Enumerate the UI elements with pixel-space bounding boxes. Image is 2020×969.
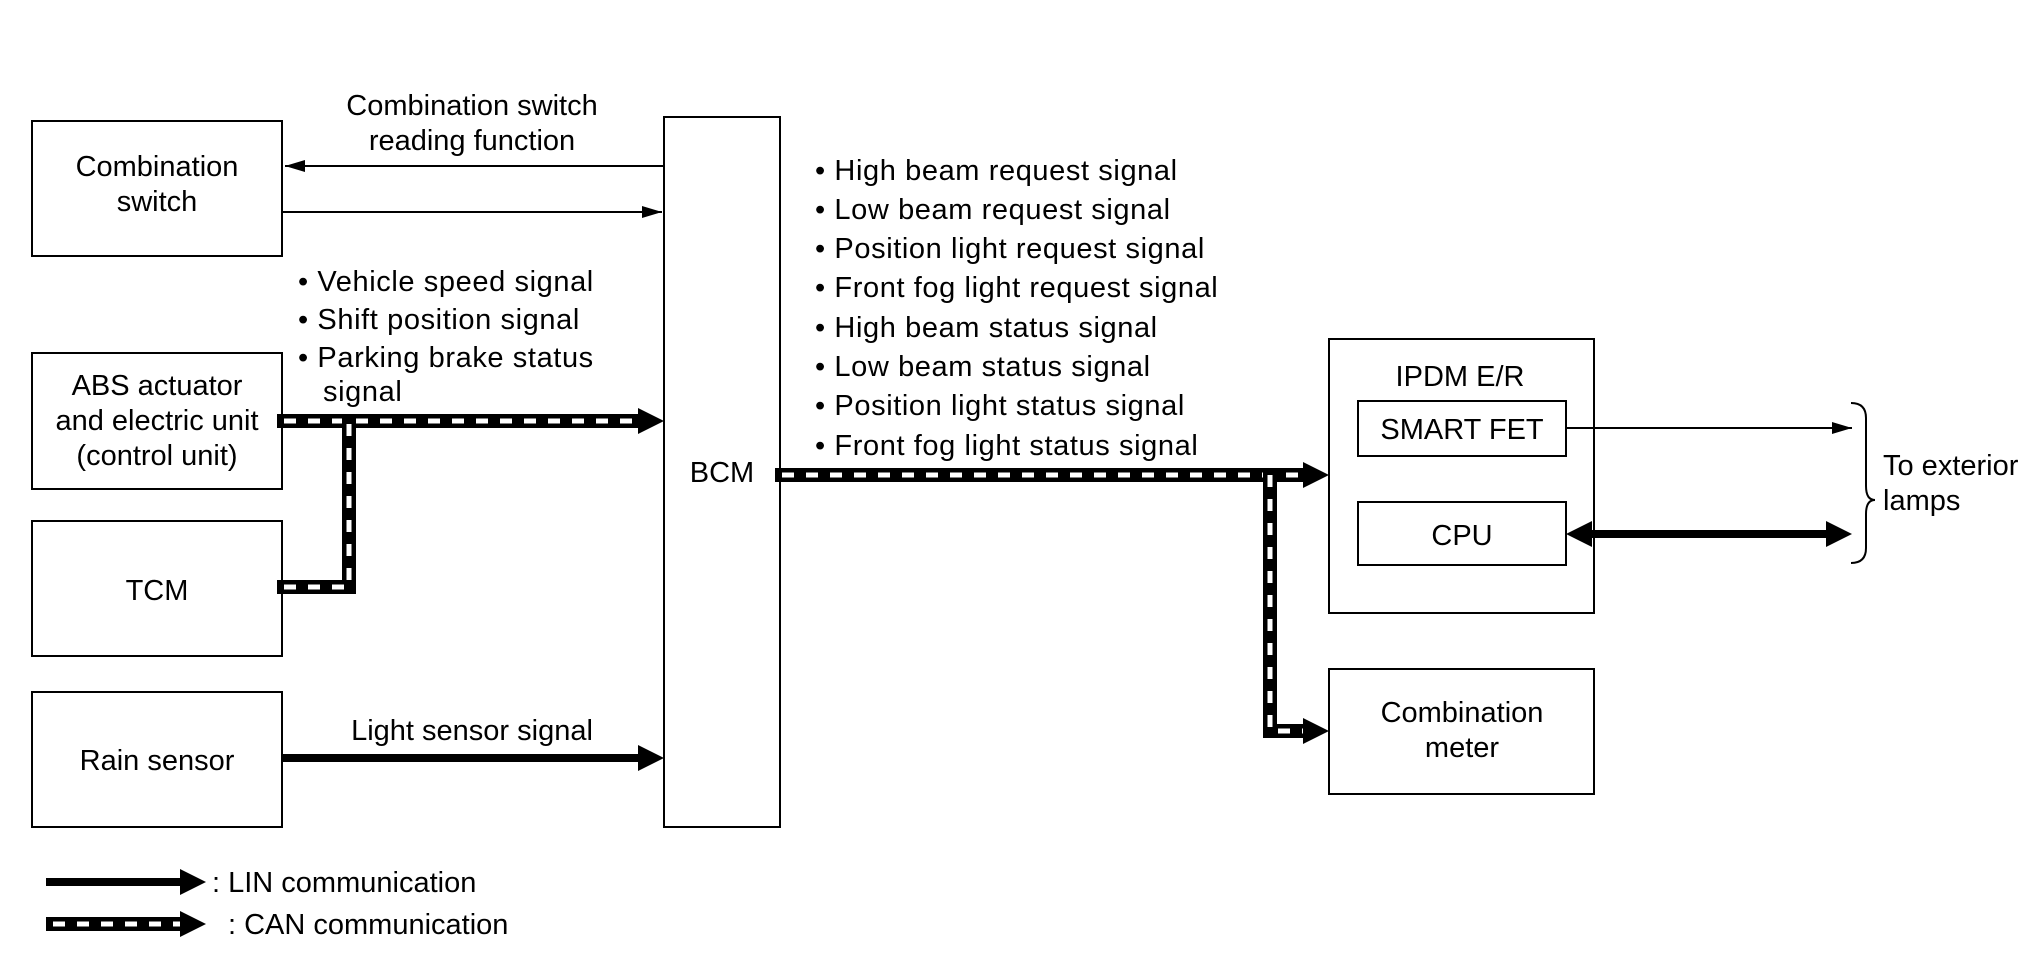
light-sensor-signal-label: Light sensor signal bbox=[351, 715, 593, 747]
combination-switch-block: Combination switch bbox=[31, 120, 283, 257]
ipdm-label: IPDM E/R bbox=[1396, 361, 1525, 393]
abs-signal-3-cont: signal bbox=[323, 376, 402, 408]
combination-meter-label-1: Combination bbox=[1381, 697, 1544, 729]
smart-fet-label: SMART FET bbox=[1380, 414, 1544, 446]
legend: : LIN communication : CAN communication bbox=[46, 867, 508, 941]
can-line-bcm-ipdm bbox=[775, 462, 1329, 488]
bcm-signal-5: • High beam status signal bbox=[815, 312, 1158, 344]
ipdm-block: IPDM E/R SMART FET CPU bbox=[1328, 338, 1595, 614]
can-line-bcm-meter bbox=[1263, 468, 1329, 744]
abs-actuator-block: ABS actuator and electric unit (control … bbox=[31, 352, 283, 490]
exterior-lamps-label-2: lamps bbox=[1883, 485, 1960, 517]
abs-signal-1: • Vehicle speed signal bbox=[298, 266, 594, 298]
abs-label-1: ABS actuator bbox=[72, 370, 243, 402]
exterior-lamps-label-1: To exterior bbox=[1883, 450, 2019, 482]
lin-line-rain-bcm bbox=[282, 745, 664, 771]
tcm-label: TCM bbox=[126, 575, 189, 607]
rain-sensor-label: Rain sensor bbox=[80, 745, 235, 777]
bcm-block: BCM bbox=[663, 116, 781, 828]
bcm-signal-1: • High beam request signal bbox=[815, 155, 1178, 187]
legend-can-arrow bbox=[46, 911, 206, 937]
combination-switch-label-2: switch bbox=[117, 186, 198, 218]
rain-sensor-block: Rain sensor bbox=[31, 691, 283, 828]
tcm-block: TCM bbox=[31, 520, 283, 657]
abs-signal-3: • Parking brake status bbox=[298, 342, 594, 374]
reading-function-label-2: reading function bbox=[369, 125, 575, 157]
reading-function-label-1: Combination switch bbox=[346, 90, 597, 122]
cpu-bidirectional-arrow bbox=[1566, 521, 1852, 547]
bcm-signal-8: • Front fog light status signal bbox=[815, 430, 1198, 462]
legend-lin-arrow bbox=[46, 869, 206, 895]
bcm-signal-4: • Front fog light request signal bbox=[815, 272, 1218, 304]
combination-switch-label-1: Combination bbox=[76, 151, 239, 183]
bcm-signal-3: • Position light request signal bbox=[815, 233, 1205, 265]
bcm-signal-6: • Low beam status signal bbox=[815, 351, 1151, 383]
abs-label-3: (control unit) bbox=[76, 440, 237, 472]
legend-can-label: : CAN communication bbox=[228, 909, 508, 941]
can-line-tcm bbox=[277, 414, 356, 594]
smart-fet-block: SMART FET bbox=[1357, 400, 1567, 457]
bcm-signal-7: • Position light status signal bbox=[815, 390, 1185, 422]
bcm-signal-list: • High beam request signal • Low beam re… bbox=[815, 155, 1218, 462]
cpu-label: CPU bbox=[1431, 520, 1492, 552]
abs-signal-2: • Shift position signal bbox=[298, 304, 580, 336]
combination-meter-block: Combination meter bbox=[1328, 668, 1595, 795]
combination-meter-label-2: meter bbox=[1425, 732, 1499, 764]
can-line-abs-bcm bbox=[277, 408, 664, 434]
abs-signal-list: • Vehicle speed signal • Shift position … bbox=[298, 266, 594, 408]
cpu-block: CPU bbox=[1357, 501, 1567, 566]
bcm-signal-2: • Low beam request signal bbox=[815, 194, 1171, 226]
legend-lin-label: : LIN communication bbox=[212, 867, 476, 899]
bcm-label: BCM bbox=[690, 457, 754, 489]
exterior-lamps-brace bbox=[1850, 402, 1876, 564]
abs-label-2: and electric unit bbox=[55, 405, 258, 437]
